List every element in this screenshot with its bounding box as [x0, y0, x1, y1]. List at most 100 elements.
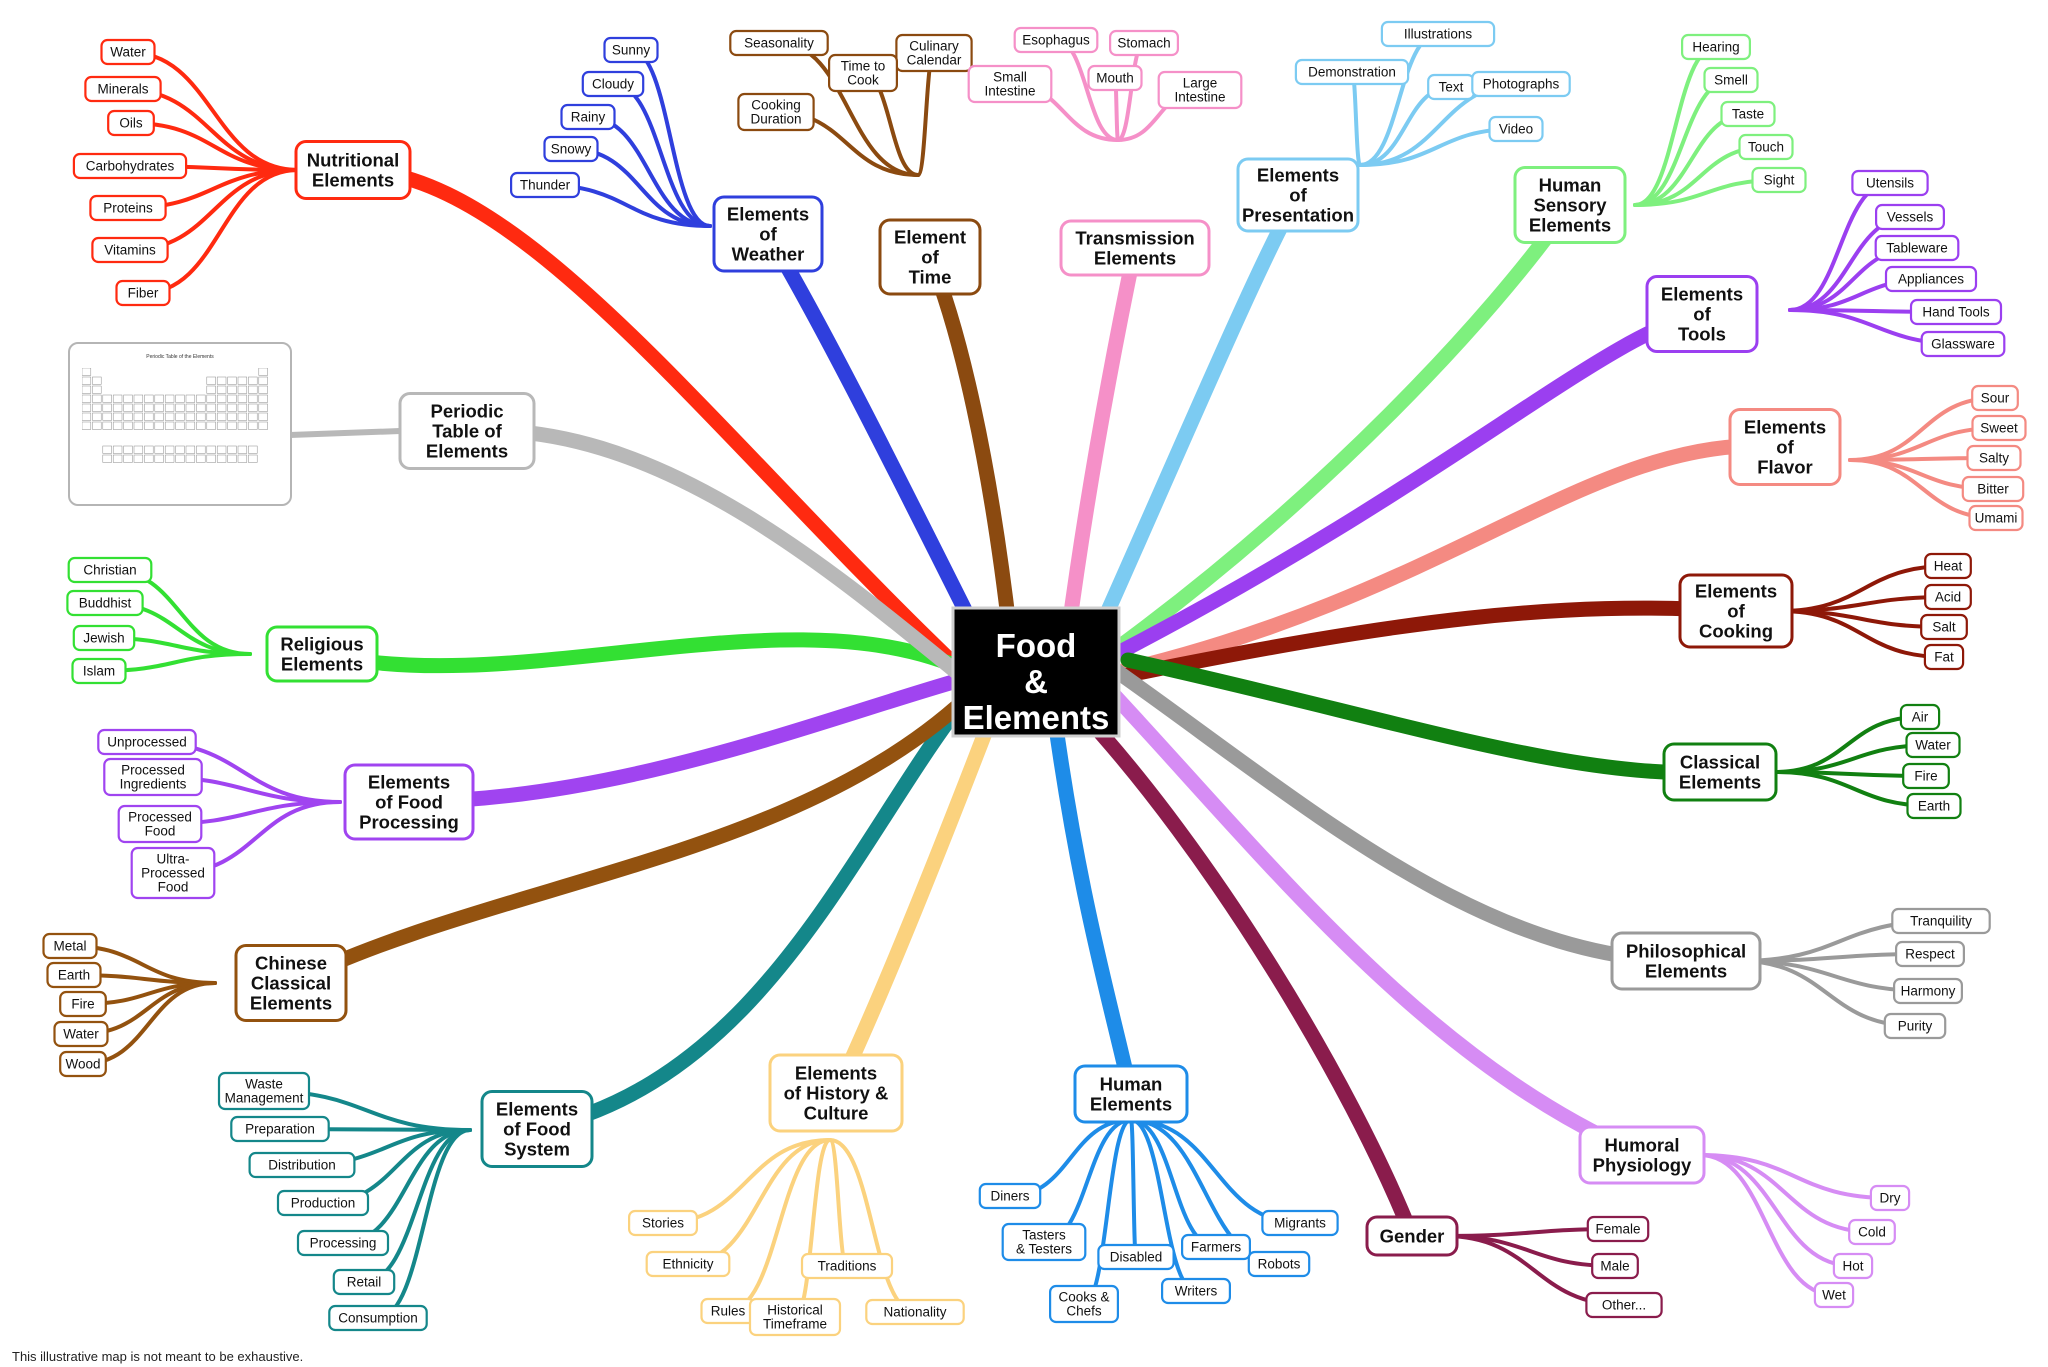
leaf-human-writers: Writers [1160, 1277, 1231, 1305]
periodic-cell [82, 421, 92, 430]
branch-humoral-label-line: Humoral [1604, 1134, 1679, 1155]
leaf-label: Christian [83, 563, 136, 578]
leaf-label: Fiber [128, 286, 159, 301]
center-node-label-line: Food [996, 627, 1077, 664]
periodic-cell [248, 385, 258, 394]
periodic-cell [258, 385, 268, 394]
leaf-history-nationality: Nationality [865, 1298, 965, 1326]
branch-sensory-frame [1513, 166, 1627, 244]
branch-history-frame [768, 1053, 904, 1133]
periodic-cell [144, 403, 154, 412]
leaf-cooking-acid: Acid [1924, 583, 1972, 611]
leaf-label: Waste [245, 1077, 283, 1092]
leaf-religious-jewish: Jewish [72, 624, 136, 652]
leaf-label: Processed [121, 763, 185, 778]
periodic-cell [144, 394, 154, 403]
leaf-label: Diners [990, 1189, 1029, 1204]
leaf-classical-earth: Earth [1906, 792, 1962, 820]
branch-periodic-label-line: Periodic [431, 400, 504, 421]
leaf-label: Appliances [1898, 272, 1964, 287]
leaf-label: Ethnicity [662, 1257, 713, 1272]
leaf-label: Chefs [1066, 1304, 1102, 1319]
periodic-cell [164, 403, 175, 412]
leaf-human-migrants: Migrants [1261, 1209, 1339, 1237]
leaf-label: Umami [1975, 511, 2018, 526]
connector-gender [1072, 702, 1420, 1244]
leaf-tools-vessels: Vessels [1874, 203, 1945, 231]
leaf-frame [1751, 166, 1807, 194]
leaf-frame [1869, 1184, 1911, 1212]
leaf-transmission-esophagus: Esophagus [1013, 26, 1099, 54]
branch-nutritional-label-line: Elements [312, 169, 394, 190]
branch-flavor-label-line: Elements [1744, 416, 1826, 437]
leaf-label: Seasonality [744, 36, 814, 51]
leaf-frame [66, 589, 144, 617]
leaf-frame [1001, 1222, 1087, 1262]
branch-sensory-label-line: Human [1539, 174, 1602, 195]
leaf-connector-history [828, 1138, 849, 1268]
branch-foodsystem-label-line: Elements [496, 1098, 578, 1119]
branch-tools-label-line: of [1693, 303, 1711, 324]
periodic-cell [112, 454, 123, 463]
branch-periodic-frame [398, 392, 536, 470]
periodic-cell [248, 376, 258, 385]
branch-processing-label-line: Elements [368, 771, 450, 792]
leaf-frame [332, 1268, 396, 1296]
leaf-weather-thunder: Thunder [510, 171, 581, 199]
leaf-label: Acid [1935, 590, 1961, 605]
periodic-cell [164, 412, 175, 421]
periodic-cell [82, 412, 92, 421]
leaf-label: Food [158, 880, 189, 895]
branch-human-frame [1073, 1064, 1189, 1124]
leaf-frame [1471, 70, 1571, 98]
leaf-label: Taste [1732, 107, 1764, 122]
periodic-cell [206, 376, 216, 385]
leaf-sensory-hearing: Hearing [1680, 33, 1751, 61]
leaf-religious-christian: Christian [67, 556, 153, 584]
leaf-label: Carbohydrates [86, 159, 175, 174]
leaf-connector-human [1129, 1118, 1138, 1259]
leaf-foodsystem-processing: Processing [296, 1229, 390, 1257]
leaf-humoral-hot: Hot [1832, 1252, 1874, 1280]
leaf-chinese-water: Water [53, 1020, 109, 1048]
leaf-connector-cooking [1778, 609, 1946, 659]
branch-classical-label-line: Classical [1680, 751, 1760, 772]
leaf-label: Purity [1898, 1019, 1933, 1034]
leaf-label: Dry [1880, 1191, 1901, 1206]
leaf-label: Stomach [1117, 36, 1170, 51]
leaf-frame [1924, 583, 1972, 611]
leaf-frame [248, 1151, 356, 1179]
periodic-cell [112, 394, 123, 403]
leaf-frame [67, 556, 153, 584]
leaf-frame [1848, 1218, 1896, 1246]
branch-humoral-label-line: Physiology [1593, 1154, 1692, 1175]
leaf-frame [276, 1189, 370, 1217]
leaf-label: Sunny [612, 43, 651, 58]
leaf-tools-hand-tools: Hand Tools [1909, 298, 2003, 326]
periodic-cell [206, 454, 216, 463]
periodic-cell [227, 445, 237, 454]
periodic-cell [154, 403, 164, 412]
periodic-cell [133, 421, 144, 430]
periodic-cell [258, 421, 268, 430]
periodic-cell [216, 421, 227, 430]
periodic-cell [258, 376, 268, 385]
leaf-frame [1380, 20, 1496, 48]
branch-time-frame [878, 218, 982, 296]
center-node-label-line: Elements [963, 699, 1110, 736]
leaf-presentation-photographs: Photographs [1471, 70, 1571, 98]
periodic-cell [154, 421, 164, 430]
periodic-cell [216, 403, 227, 412]
branch-cooking-label-line: Elements [1695, 580, 1777, 601]
periodic-cell [144, 445, 154, 454]
leaf-frame [865, 1298, 965, 1326]
branch-flavor-frame [1728, 408, 1842, 486]
leaf-frame [1591, 1252, 1639, 1280]
leaf-human-robots: Robots [1247, 1250, 1311, 1278]
leaf-label: Female [1595, 1222, 1640, 1237]
